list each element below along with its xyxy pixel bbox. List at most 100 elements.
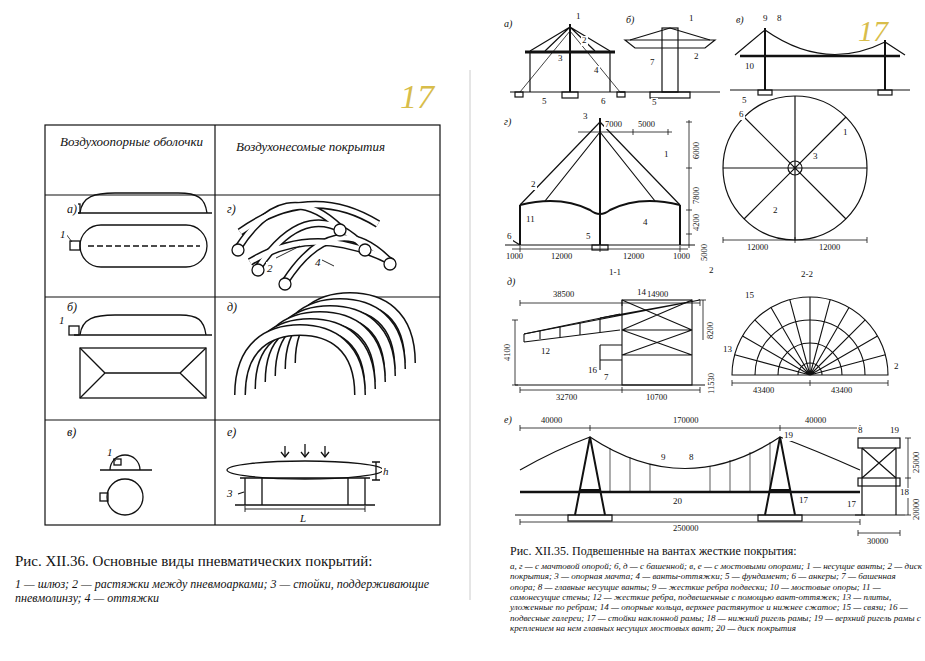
callout-number: 8 [776,14,783,24]
dimension: 5000 [637,120,656,129]
callout-number: 6 [600,97,607,107]
caption-legend: 1 — шлюз; 2 — растяжки между пневмоаркам… [15,578,455,606]
row-letter: д) [226,301,238,314]
callout-number: 5 [541,97,548,107]
callout-number: 5 [585,232,592,242]
callout-number: 5 [741,96,748,106]
callout-number: 6 [738,110,745,120]
dimension: 10700 [645,393,668,402]
callout-number: 1 [58,314,66,326]
callout-number: 3 [226,487,234,499]
callout-number: 8 [688,453,695,463]
row-letter: е) [226,426,237,439]
callout-number: 1 [688,14,695,24]
callout-number: 17 [798,496,809,506]
dimension: 43400 [752,386,775,395]
dimension: 12000 [622,252,645,261]
callout-number: 14 [636,288,647,298]
pneumatic-arch-tunnel [240,298,410,395]
cable-roof-small-schemes [510,24,910,98]
callout-number: 13 [722,345,733,355]
callout-number: 1 [663,150,670,160]
callout-number: 2 [266,262,274,274]
callout-number: 20 [672,497,683,507]
figure-caption: Рис. XII.35. Подвешенные на вантах жестк… [510,545,920,558]
pneumatic-lens [227,444,383,512]
row-letter: д) [506,276,516,287]
callout-number: 17 [846,500,857,510]
callout-number: 6 [506,232,513,242]
callout-number: 2 [772,206,779,216]
callout-number: 8 [857,426,864,436]
dimension: 11530 [707,372,716,395]
callout-number: 5 [651,98,658,108]
table-header: Воздухонесомые покрытия [236,140,386,154]
section-label: 2-2 [800,270,814,280]
callout-number: 3 [812,152,819,162]
callout-number: 2 [893,362,900,372]
callout-number: 4 [642,218,649,228]
dimension: 7000 [604,120,623,129]
callout-number: 9 [660,453,667,463]
dimension: 43400 [830,386,853,395]
table-header: Воздухоопорные оболочки [60,135,210,149]
dimension: 40000 [540,416,563,425]
air-supported-shells [66,193,212,515]
row-letter: в) [735,14,745,25]
row-letter: б) [66,301,78,314]
dimension: 12000 [746,243,769,252]
dimension: 4200 [692,213,701,232]
dimension-letter: L [299,512,307,524]
row-letter: а) [66,203,78,216]
row-letter: е) [503,414,513,425]
section-label: 1-1 [608,268,622,278]
row-letter: г) [226,203,237,216]
dimension: 6000 [692,141,701,160]
dimension: 7800 [692,186,701,205]
dimension: 4100 [503,343,512,362]
callout-number: 15 [744,291,755,301]
dimension-letter: h [382,465,390,477]
callout-number: 7 [649,58,656,68]
dimension: 8200 [706,321,715,340]
callout-number: 3 [582,112,589,122]
callout-number: 18 [899,488,910,498]
callout-number: 4 [593,66,600,76]
callout-number: 2 [708,266,715,276]
caption-legend: а, г — с мачтовой опорой; б, д — с башен… [510,561,922,633]
callout-number: 1 [842,128,849,138]
tower-supported-roof [512,297,888,393]
page-fold [470,70,471,600]
row-letter: г) [503,116,512,127]
table-grid [45,125,440,525]
dimension: 40000 [804,416,827,425]
dimension: 38500 [552,290,575,299]
dimension: 25000 [912,451,921,474]
callout-number: 10 [744,62,755,72]
dimension: 1000 [672,252,691,261]
watermark: 17 [400,78,434,115]
callout-number: 9 [762,14,769,24]
mast-supported-roof [505,96,867,252]
callout-number: 3 [557,54,564,64]
row-letter: в) [66,426,77,439]
callout-number: 11 [525,215,536,225]
callout-number: 7 [603,373,610,383]
bridge-supported-roof [515,425,911,536]
callout-number: 2 [581,36,588,46]
callout-number: 1 [575,12,582,22]
watermark: 17 [858,14,888,47]
dimension: 12000 [818,243,841,252]
callout-number: 1 [59,228,67,240]
dimension: 1000 [505,252,524,261]
callout-number: 4 [314,256,322,268]
pneumatic-arch-lattice [232,205,396,290]
dimension: 12000 [550,252,573,261]
callout-number: 19 [889,426,900,436]
callout-number: 2 [530,180,537,190]
dimension: 5000 [700,243,709,262]
callout-number: 1 [106,446,114,458]
figure-caption: Рис. XII.36. Основные виды пневматически… [15,553,465,570]
dimension: 30000 [866,537,889,546]
